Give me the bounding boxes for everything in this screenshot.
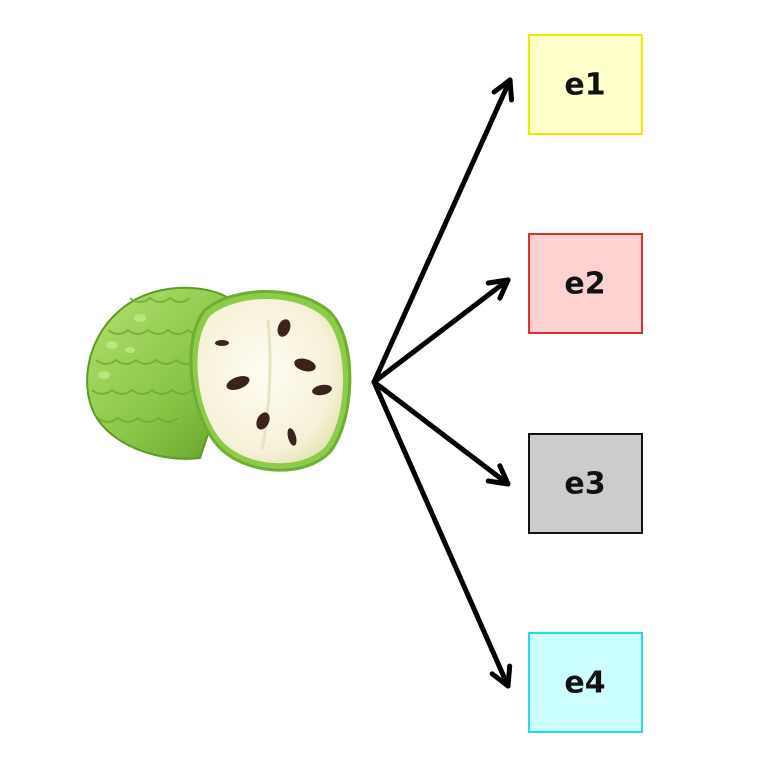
node-e1-label: e1 (564, 68, 605, 103)
node-e3: e3 (528, 433, 643, 534)
node-e2: e2 (528, 233, 643, 334)
edges (371, 77, 515, 689)
node-e1-box (528, 34, 643, 135)
node-e4-box (528, 632, 643, 733)
arrow-to-e4 (371, 379, 513, 689)
node-e2-box (528, 233, 643, 334)
node-e3-box (528, 433, 643, 534)
soursop-fruit-icon (86, 286, 352, 472)
node-e4-label: e4 (564, 666, 605, 701)
node-e2-label: e2 (564, 267, 605, 302)
node-e1: e1 (528, 34, 643, 135)
node-e4: e4 (528, 632, 643, 733)
cut-fruit-half (189, 290, 352, 472)
node-e3-label: e3 (564, 467, 605, 502)
arrow-to-e3 (371, 379, 511, 487)
arrow-to-e2 (371, 277, 511, 385)
arrow-to-e1 (371, 77, 515, 385)
